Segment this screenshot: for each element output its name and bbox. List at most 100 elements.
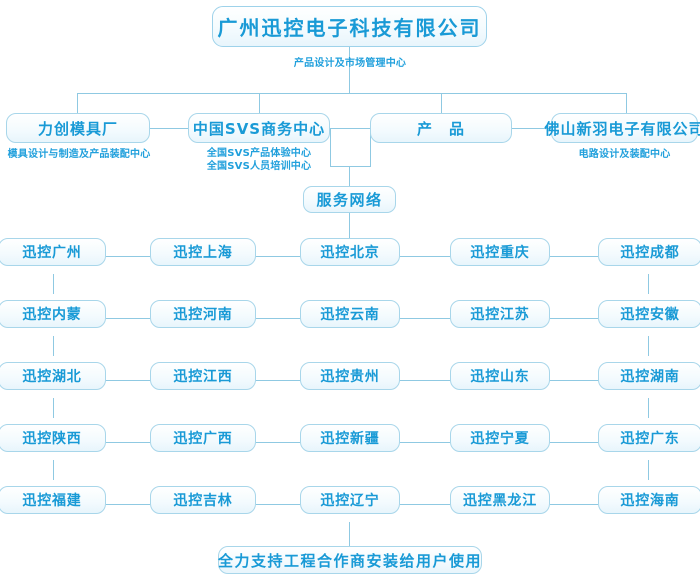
connector-grid-h-r5c3 bbox=[400, 504, 450, 505]
branch-node-r1c3[interactable]: 迅控北京 bbox=[300, 238, 400, 266]
branch-node-r3c2[interactable]: 迅控江西 bbox=[150, 362, 256, 390]
branch-label: 迅控福建 bbox=[22, 493, 82, 509]
branch-label: 迅控宁夏 bbox=[470, 431, 530, 447]
branch-label: 迅控贵州 bbox=[320, 369, 380, 385]
connector-grid-h-r5c2 bbox=[256, 504, 300, 505]
branch-node-r2c1[interactable]: 迅控内蒙 bbox=[0, 300, 106, 328]
connector-grid-v-c5-r1 bbox=[648, 274, 649, 294]
branch-label: 迅控上海 bbox=[173, 245, 233, 261]
branch-node-r3c5[interactable]: 迅控湖南 bbox=[598, 362, 700, 390]
branch-node-r5c4[interactable]: 迅控黑龙江 bbox=[450, 486, 550, 514]
company-title-label: 广州迅控电子科技有限公司 bbox=[217, 16, 482, 40]
branch-node-r5c3[interactable]: 迅控辽宁 bbox=[300, 486, 400, 514]
branch-label: 迅控云南 bbox=[320, 307, 380, 323]
branch-label: 迅控广州 bbox=[22, 245, 82, 261]
service-network-box[interactable]: 服务网络 bbox=[303, 186, 396, 213]
level2-box-limo[interactable]: 力创模具厂 bbox=[6, 113, 150, 143]
branch-node-r3c3[interactable]: 迅控贵州 bbox=[300, 362, 400, 390]
branch-label: 迅控安徽 bbox=[620, 307, 680, 323]
branch-node-r2c2[interactable]: 迅控河南 bbox=[150, 300, 256, 328]
level2-box-foshan[interactable]: 佛山新羽电子有限公司 bbox=[545, 113, 700, 143]
connector-product-left bbox=[370, 128, 371, 166]
connector-grid-h-r3c3 bbox=[400, 380, 450, 381]
connector-service-down bbox=[349, 166, 350, 186]
connector-drop-foshan bbox=[626, 93, 627, 113]
branch-label: 迅控江苏 bbox=[470, 307, 530, 323]
connector-grid-h-r4c3 bbox=[400, 442, 450, 443]
level2-label-svs: 中国SVS商务中心 bbox=[192, 119, 326, 138]
connector-grid-v-c1-r1 bbox=[53, 274, 54, 294]
branch-label: 迅控山东 bbox=[470, 369, 530, 385]
level2-caption-svs-line2: 全国SVS人员培训中心 bbox=[206, 161, 312, 172]
branch-node-r4c1[interactable]: 迅控陕西 bbox=[0, 424, 106, 452]
branch-node-r5c2[interactable]: 迅控吉林 bbox=[150, 486, 256, 514]
branch-node-r5c5[interactable]: 迅控海南 bbox=[598, 486, 700, 514]
branch-label: 迅控内蒙 bbox=[22, 307, 82, 323]
branch-node-r1c2[interactable]: 迅控上海 bbox=[150, 238, 256, 266]
branch-label: 迅控广西 bbox=[173, 431, 233, 447]
level2-caption-limo: 模具设计与制造及产品装配中心 bbox=[7, 149, 151, 160]
connector-service-to-grid bbox=[349, 212, 350, 238]
connector-grid-h-r3c4 bbox=[550, 380, 598, 381]
level2-label-product: 产 品 bbox=[416, 119, 465, 138]
branch-label: 迅控陕西 bbox=[22, 431, 82, 447]
branch-node-r3c1[interactable]: 迅控湖北 bbox=[0, 362, 106, 390]
connector-grid-v-c5-r3 bbox=[648, 398, 649, 418]
level2-box-product[interactable]: 产 品 bbox=[370, 113, 512, 143]
level2-box-svs[interactable]: 中国SVS商务中心 bbox=[188, 113, 330, 143]
branch-label: 迅控黑龙江 bbox=[463, 493, 537, 509]
branch-label: 迅控湖北 bbox=[22, 369, 82, 385]
branch-label: 迅控湖南 bbox=[620, 369, 680, 385]
connector-service-bus bbox=[330, 166, 371, 167]
connector-title-down bbox=[349, 47, 350, 93]
connector-grid-h-r1c1 bbox=[106, 256, 150, 257]
service-network-label: 服务网络 bbox=[316, 191, 383, 209]
connector-grid-h-r1c4 bbox=[550, 256, 598, 257]
connector-level2-link-3 bbox=[512, 128, 551, 129]
branch-node-r1c1[interactable]: 迅控广州 bbox=[0, 238, 106, 266]
connector-drop-svs bbox=[259, 93, 260, 113]
branch-node-r2c4[interactable]: 迅控江苏 bbox=[450, 300, 550, 328]
branch-label: 迅控河南 bbox=[173, 307, 233, 323]
branch-node-r4c3[interactable]: 迅控新疆 bbox=[300, 424, 400, 452]
branch-label: 迅控成都 bbox=[620, 245, 680, 261]
branch-node-r4c5[interactable]: 迅控广东 bbox=[598, 424, 700, 452]
connector-level2-link-2 bbox=[330, 128, 370, 129]
branch-node-r2c5[interactable]: 迅控安徽 bbox=[598, 300, 700, 328]
connector-grid-h-r2c4 bbox=[550, 318, 598, 319]
branch-label: 迅控吉林 bbox=[173, 493, 233, 509]
footer-label: 全力支持工程合作商安装给用户使用 bbox=[218, 551, 483, 570]
connector-grid-h-r1c2 bbox=[256, 256, 300, 257]
connector-grid-to-footer bbox=[349, 522, 350, 546]
branch-node-r1c4[interactable]: 迅控重庆 bbox=[450, 238, 550, 266]
company-title-caption: 产品设计及市场管理中心 bbox=[293, 58, 407, 69]
connector-grid-v-c1-r4 bbox=[53, 460, 54, 480]
connector-drop-limo bbox=[77, 93, 78, 113]
level2-caption-svs-line1: 全国SVS产品体验中心 bbox=[206, 148, 312, 159]
connector-grid-h-r2c3 bbox=[400, 318, 450, 319]
branch-node-r4c2[interactable]: 迅控广西 bbox=[150, 424, 256, 452]
connector-grid-v-c5-r4 bbox=[648, 460, 649, 480]
branch-node-r5c1[interactable]: 迅控福建 bbox=[0, 486, 106, 514]
connector-grid-h-r3c1 bbox=[106, 380, 150, 381]
connector-grid-h-r3c2 bbox=[256, 380, 300, 381]
connector-grid-h-r5c4 bbox=[550, 504, 598, 505]
connector-level2-bus bbox=[77, 93, 626, 94]
branch-node-r2c3[interactable]: 迅控云南 bbox=[300, 300, 400, 328]
branch-node-r1c5[interactable]: 迅控成都 bbox=[598, 238, 700, 266]
branch-label: 迅控海南 bbox=[620, 493, 680, 509]
branch-label: 迅控北京 bbox=[320, 245, 380, 261]
connector-grid-h-r2c1 bbox=[106, 318, 150, 319]
branch-label: 迅控江西 bbox=[173, 369, 233, 385]
connector-grid-h-r4c1 bbox=[106, 442, 150, 443]
connector-grid-h-r5c1 bbox=[106, 504, 150, 505]
branch-node-r3c4[interactable]: 迅控山东 bbox=[450, 362, 550, 390]
connector-level2-link-1 bbox=[150, 128, 188, 129]
connector-grid-v-c1-r2 bbox=[53, 336, 54, 356]
footer-box[interactable]: 全力支持工程合作商安装给用户使用 bbox=[218, 546, 482, 574]
connector-grid-h-r4c4 bbox=[550, 442, 598, 443]
branch-node-r4c4[interactable]: 迅控宁夏 bbox=[450, 424, 550, 452]
company-title-box[interactable]: 广州迅控电子科技有限公司 bbox=[212, 6, 487, 47]
branch-label: 迅控重庆 bbox=[470, 245, 530, 261]
